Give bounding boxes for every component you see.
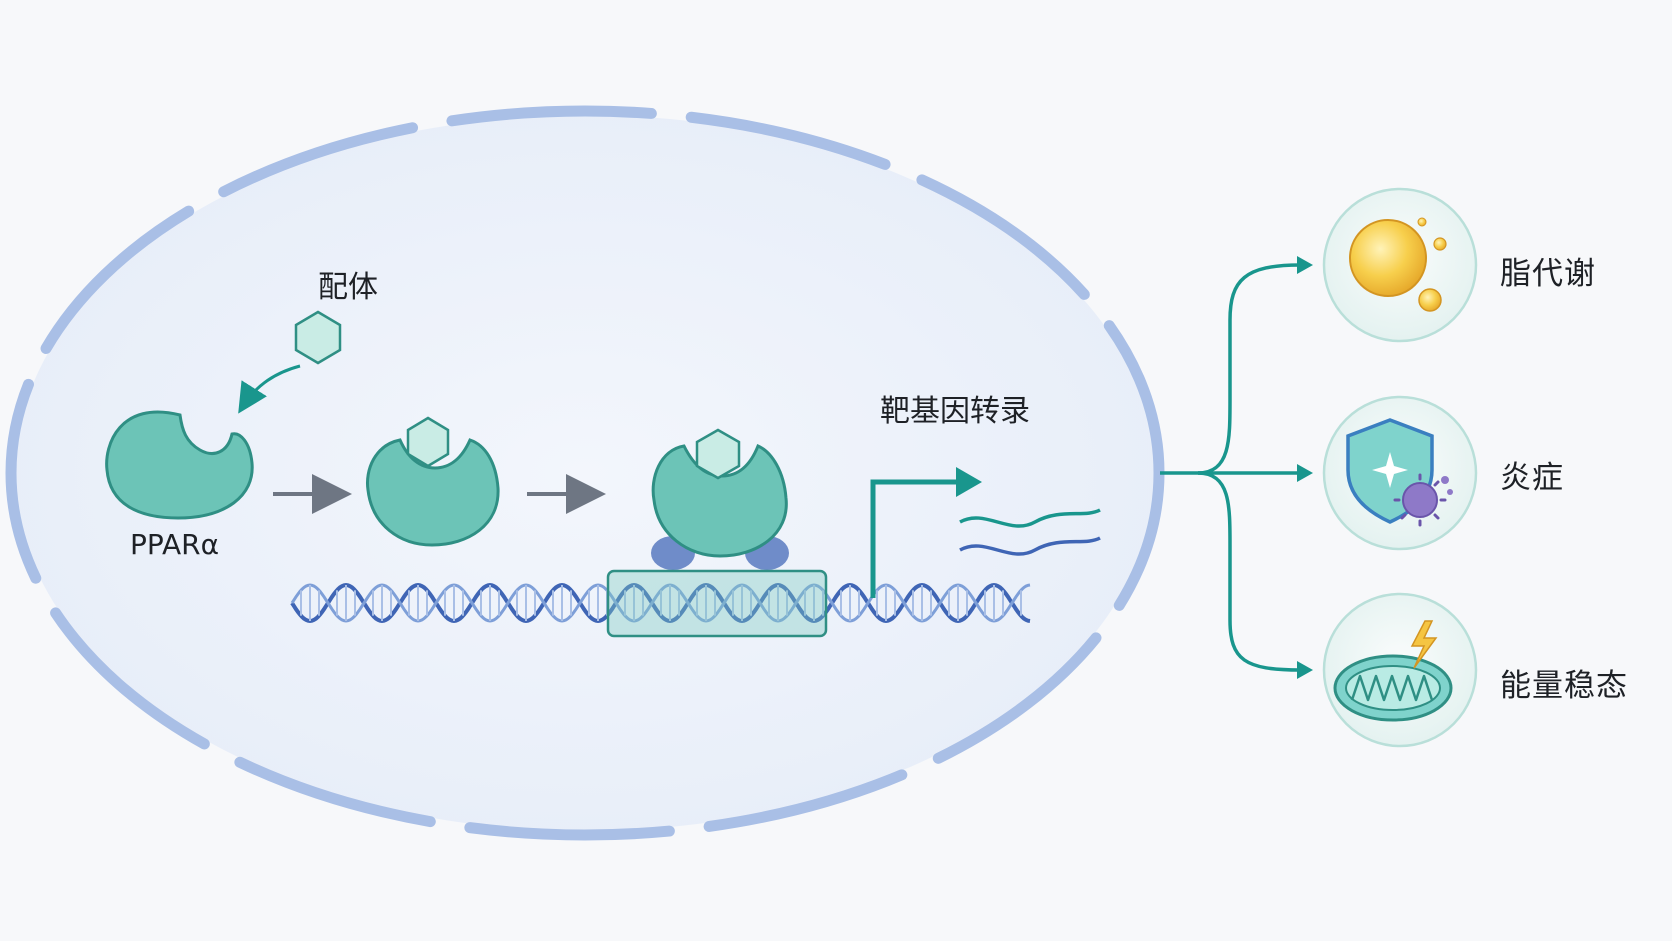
bound-ligand-icon [406, 416, 450, 468]
transcription-label: 靶基因转录 [880, 394, 1030, 429]
transcription-arrowhead [956, 467, 982, 497]
pathogen-icon [1402, 482, 1438, 518]
receptor-label: PPARα [130, 528, 220, 561]
sparkle-icon [1372, 452, 1408, 488]
transcription-start-arrow [870, 479, 968, 598]
cell-cytoplasm [15, 115, 1155, 831]
mrna-strand-2 [959, 536, 1101, 556]
ppar-receptor-bound [365, 438, 500, 547]
lipid-droplet-icon [1349, 219, 1427, 297]
cell-membrane [5, 105, 1165, 841]
ligand-binding-arrow [238, 364, 301, 414]
outcome-label-inflammation: 炎症 [1500, 460, 1564, 496]
outcome-energy-homeostasis [1322, 592, 1478, 748]
lipid-droplet-tiny-icon [1433, 237, 1447, 251]
outcome-branches [1160, 263, 1301, 672]
ppar-receptor-unbound [105, 410, 254, 520]
dna-helix [290, 582, 1031, 624]
lightning-icon [1410, 620, 1438, 669]
ligand-label: 配体 [318, 270, 378, 305]
lipid-droplet-small-icon [1418, 288, 1442, 312]
outcome-lipid-metabolism [1322, 187, 1478, 343]
outcome-label-lipid: 脂代谢 [1500, 256, 1596, 292]
response-element-box [606, 569, 828, 638]
outcome-label-energy: 能量稳态 [1500, 668, 1628, 704]
dna-bound-ligand-icon [695, 428, 741, 480]
ligand-hexagon-icon [294, 310, 342, 365]
cristae-folds [1350, 674, 1434, 702]
outcome-inflammation [1322, 395, 1478, 551]
mrna-strand-1 [959, 508, 1101, 528]
